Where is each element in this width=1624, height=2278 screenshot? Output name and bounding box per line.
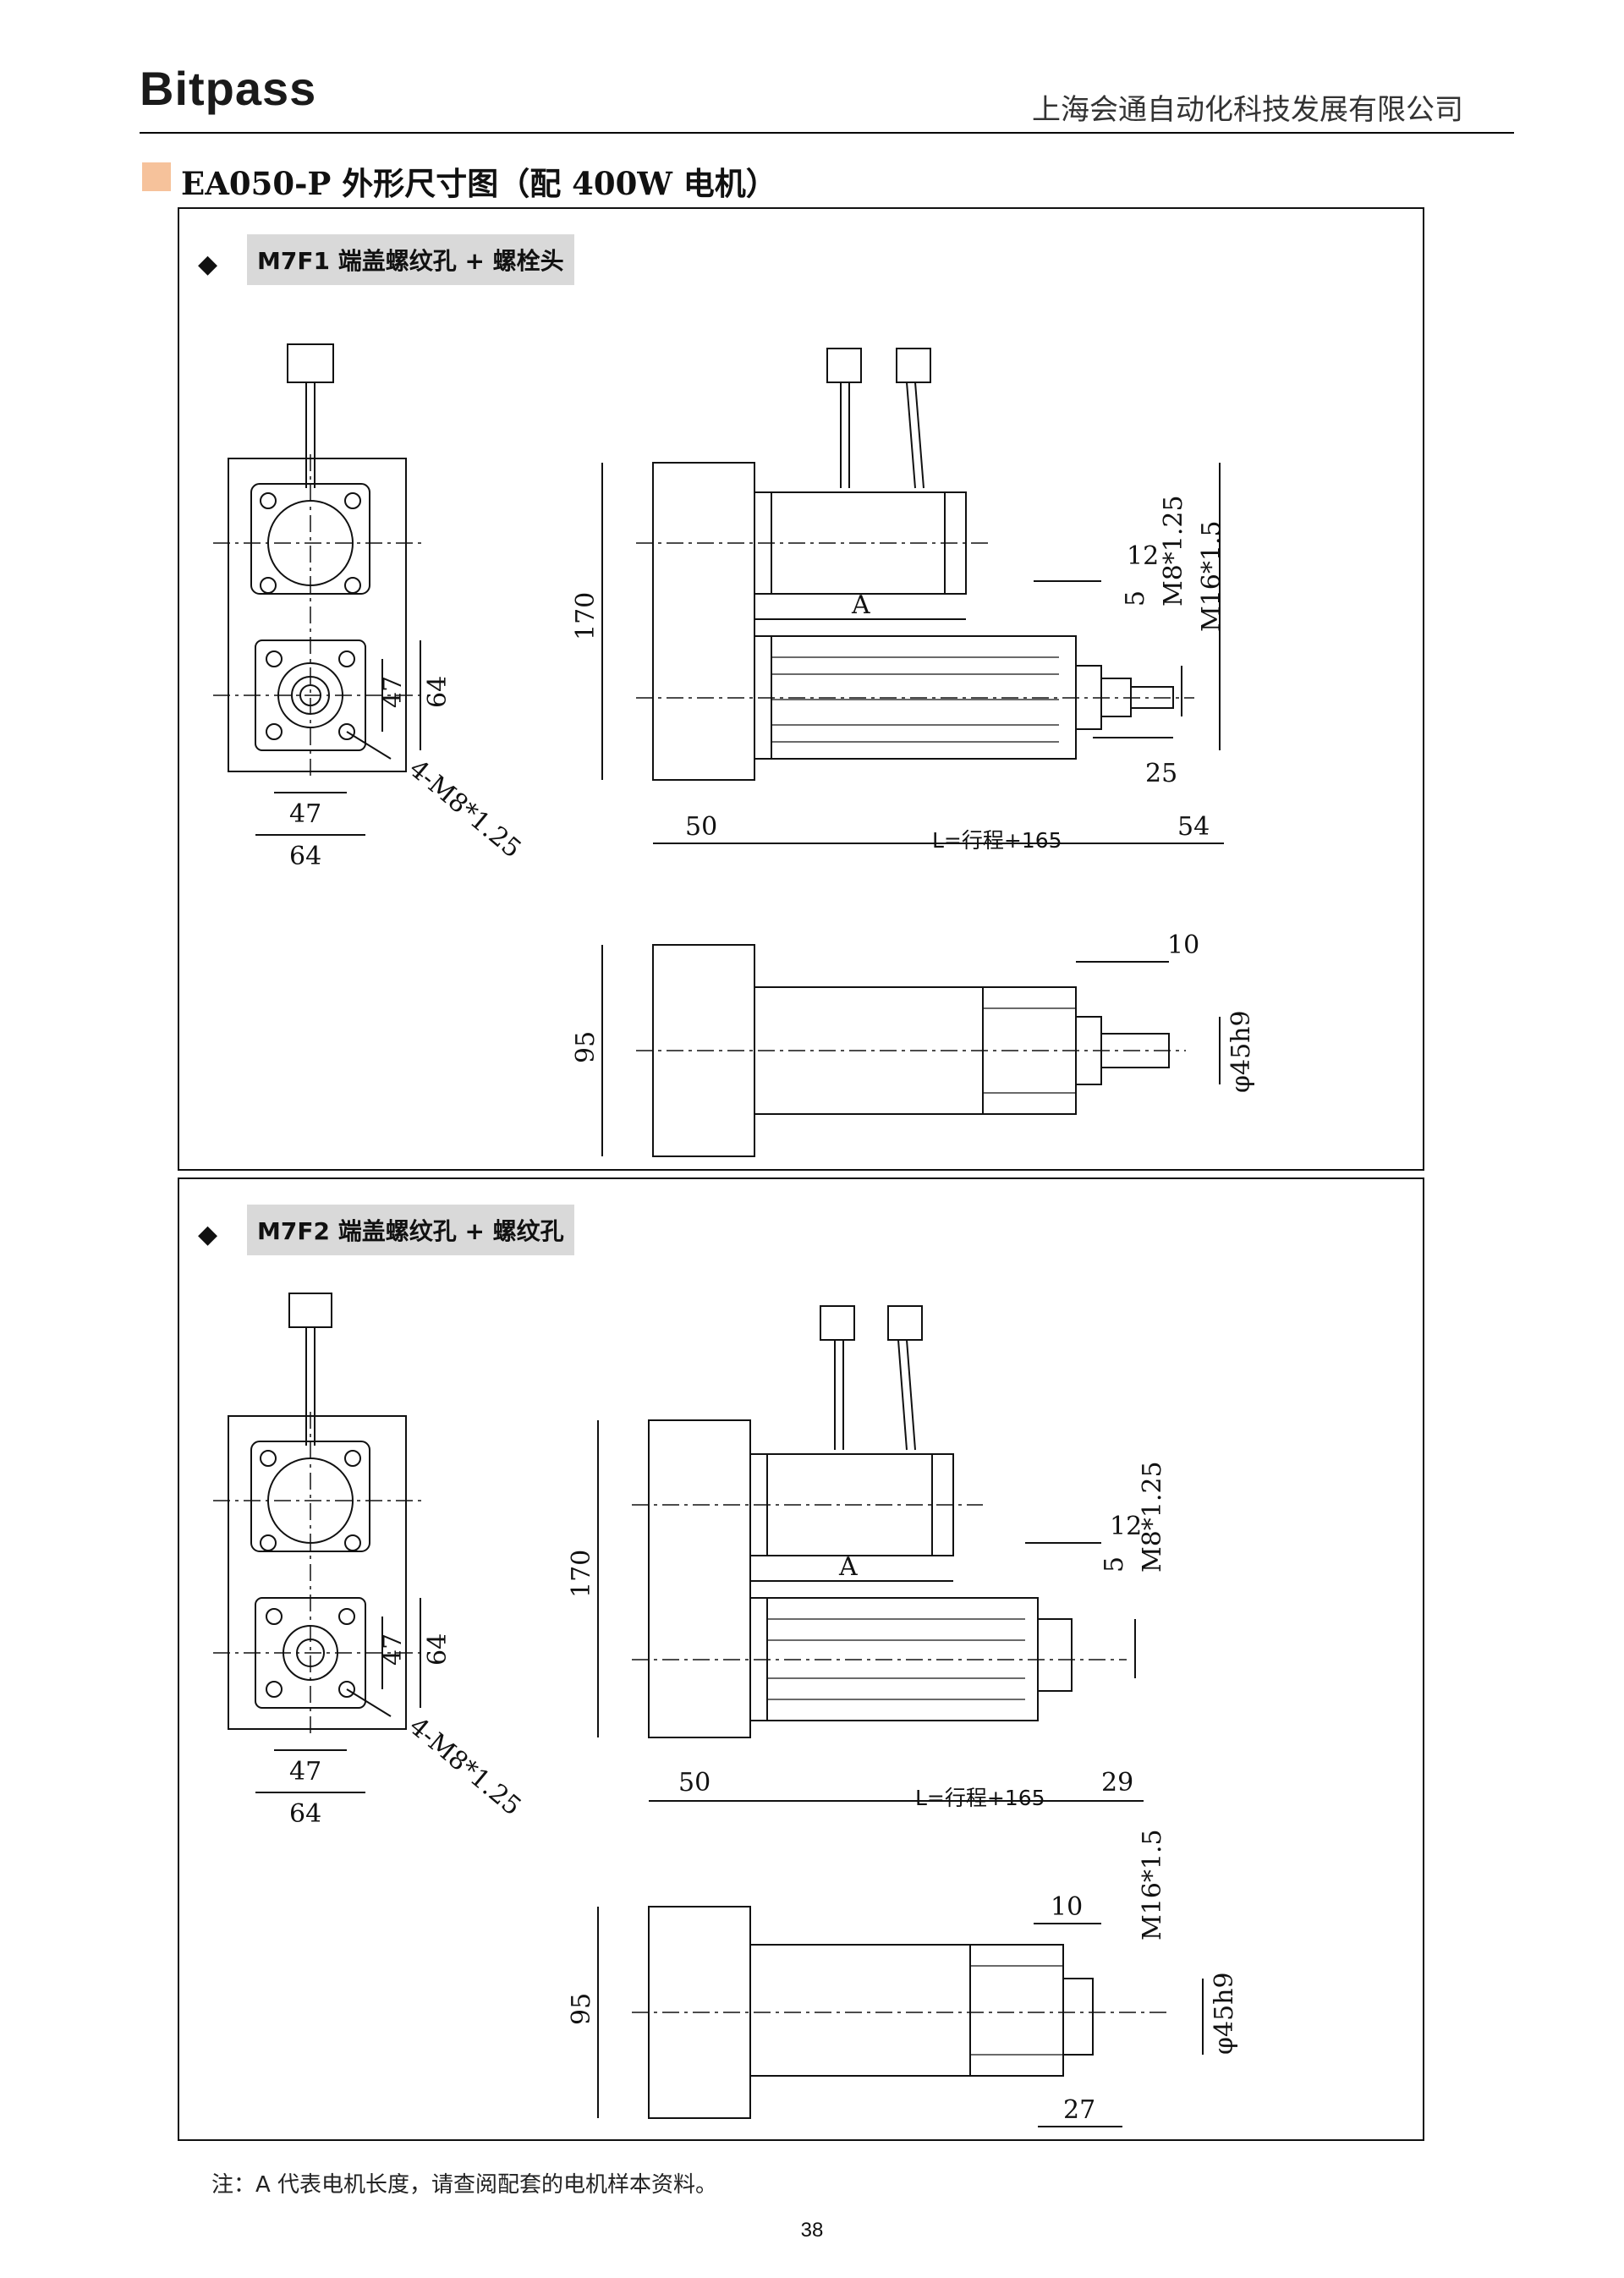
dim-thread-depth: 12 bbox=[1127, 541, 1159, 571]
technical-drawing: 47 64 47 64 4-M8*1.25 170 A 12 5 M8*1.25… bbox=[213, 1293, 1239, 2127]
dim-a: A bbox=[838, 1552, 858, 1582]
dim-m16: M16*1.5 bbox=[1138, 1829, 1167, 1940]
header-divider bbox=[140, 132, 1514, 134]
drawing-panel-m7f1: ◆ M7F1 端盖螺纹孔 + 螺栓头 bbox=[178, 207, 1424, 1171]
dim-top-rod-len: 27 bbox=[1063, 2095, 1095, 2125]
drawing-panel-m7f2: ◆ M7F2 端盖螺纹孔 + 螺纹孔 bbox=[178, 1177, 1424, 2141]
dim-inner-v: 47 bbox=[378, 676, 408, 708]
technical-drawing: 47 64 47 64 4-M8*1.25 170 A 12 5 M8*1.25… bbox=[213, 343, 1256, 1157]
dim-outer: 64 bbox=[289, 1799, 321, 1829]
variant-label: M7F2 端盖螺纹孔 + 螺纹孔 bbox=[247, 1205, 574, 1255]
dim-thread-offset: 5 bbox=[1121, 590, 1150, 607]
dim-thread-offset: 5 bbox=[1100, 1556, 1129, 1573]
dim-top-height: 95 bbox=[571, 1031, 601, 1063]
page-title: EA050-P 外形尺寸图（配 400W 电机） bbox=[181, 165, 777, 202]
dim-outer-v: 64 bbox=[423, 1633, 453, 1666]
dim-thread-depth: 12 bbox=[1110, 1512, 1142, 1541]
dim-inner-v: 47 bbox=[378, 1633, 408, 1666]
dim-height: 170 bbox=[567, 1550, 596, 1598]
dim-length: L=行程+165 bbox=[932, 828, 1062, 853]
dim-m8: M8*1.25 bbox=[1138, 1461, 1167, 1573]
variant-label: M7F1 端盖螺纹孔 + 螺栓头 bbox=[247, 234, 574, 285]
bullet-diamond: ◆ bbox=[198, 1220, 218, 1249]
dim-height: 170 bbox=[571, 592, 601, 640]
dim-top-height: 95 bbox=[567, 1993, 596, 2025]
title-marker bbox=[142, 162, 171, 191]
dim-m8: M8*1.25 bbox=[1159, 495, 1188, 607]
dim-rod-length: 29 bbox=[1101, 1768, 1133, 1798]
dim-inner: 47 bbox=[289, 799, 321, 829]
dim-length: L=行程+165 bbox=[915, 1786, 1045, 1810]
dim-a: A bbox=[851, 590, 870, 620]
dim-inner: 47 bbox=[289, 1757, 321, 1787]
dim-m16: M16*1.5 bbox=[1197, 520, 1226, 632]
company-name: 上海会通自动化科技发展有限公司 bbox=[1032, 93, 1463, 127]
brand-logo: Bitpass bbox=[140, 62, 317, 115]
dim-rod-dia: φ45h9 bbox=[1226, 1010, 1256, 1093]
bullet-diamond: ◆ bbox=[198, 250, 218, 279]
page-number: 38 bbox=[800, 2219, 824, 2242]
dim-holes: 4-M8*1.25 bbox=[403, 1711, 527, 1821]
dim-outer: 64 bbox=[289, 842, 321, 871]
dim-top-rod: 10 bbox=[1167, 930, 1199, 960]
footnote: 注：A 代表电机长度，请查阅配套的电机样本资料。 bbox=[211, 2172, 718, 2198]
dim-outer-v: 64 bbox=[423, 676, 453, 708]
dim-rear: 50 bbox=[685, 812, 717, 842]
dim-rear: 50 bbox=[678, 1768, 710, 1798]
dim-holes: 4-M8*1.25 bbox=[403, 754, 527, 864]
dim-rod-length: 54 bbox=[1177, 812, 1210, 842]
dim-rod-stub: 25 bbox=[1145, 759, 1177, 788]
dim-rod-dia: φ45h9 bbox=[1210, 1972, 1239, 2055]
dim-top-rod: 10 bbox=[1051, 1892, 1083, 1922]
